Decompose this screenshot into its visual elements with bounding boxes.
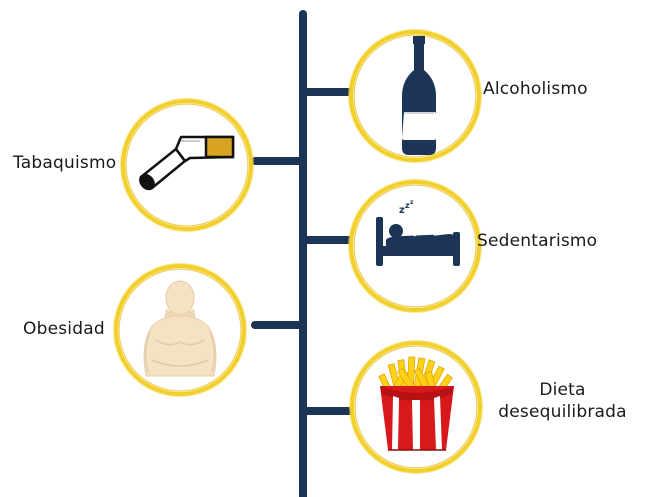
sleeping-bed-icon: z z z (376, 199, 460, 266)
label-alcoholismo: Alcoholismo (483, 79, 588, 99)
label-tabaquismo: Tabaquismo (13, 153, 117, 173)
label-sedentarismo: Sedentarismo (477, 231, 598, 251)
wine-bottle-icon (402, 36, 436, 155)
svg-text:z: z (405, 201, 410, 210)
label-obesidad: Obesidad (23, 319, 105, 339)
label-dieta-line2: desequilibrada (498, 402, 627, 422)
svg-text:z: z (399, 205, 405, 216)
label-dieta-line1: Dieta (539, 380, 586, 400)
cigarette-icon (139, 135, 235, 191)
obese-person-icon (143, 280, 217, 377)
ring-tabaquismo (120, 98, 254, 232)
label-dieta: Dieta desequilibrada (490, 380, 635, 422)
svg-text:z: z (410, 199, 414, 206)
french-fries-icon (378, 356, 454, 451)
